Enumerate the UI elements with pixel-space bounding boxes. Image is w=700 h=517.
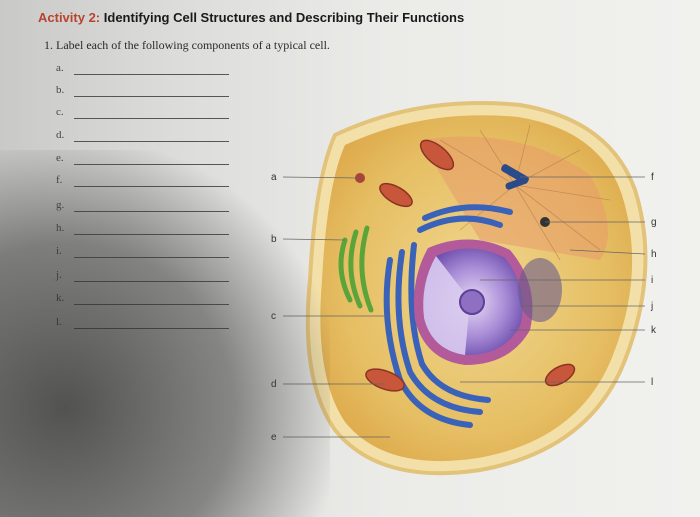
diagram-label-b: b [271, 234, 277, 245]
diagram-label-d: d [271, 379, 277, 390]
answer-blank-line[interactable] [74, 96, 229, 97]
diagram-label-g: g [651, 217, 657, 228]
centriole-icon [501, 164, 529, 190]
answer-blank-line[interactable] [74, 118, 229, 119]
answer-row-b[interactable]: b. [56, 84, 236, 102]
answer-blank-line[interactable] [74, 141, 229, 142]
answer-letter: d. [56, 129, 65, 141]
answer-blank-line[interactable] [74, 74, 229, 75]
mitochondria [365, 139, 576, 392]
activity-title: Activity 2: Identifying Cell Structures … [38, 10, 464, 25]
answer-letter: b. [56, 84, 65, 96]
answer-row-c[interactable]: c. [56, 106, 236, 124]
golgi-apparatus [338, 225, 374, 313]
activity-label: Activity 2: [38, 10, 101, 25]
activity-heading: Identifying Cell Structures and Describi… [103, 10, 465, 25]
nucleolus [459, 289, 485, 315]
diagram-label-c: c [271, 311, 276, 322]
diagram-label-i: i [651, 275, 653, 286]
diagram-label-k: k [651, 325, 657, 336]
answer-row-d[interactable]: d. [56, 129, 236, 147]
question-text: 1. Label each of the following component… [44, 38, 330, 52]
diagram-label-h: h [651, 249, 657, 260]
diagram-label-e: e [271, 432, 277, 443]
diagram-label-l: l [651, 377, 653, 388]
diagram-label-a: a [271, 172, 277, 183]
centrosome-region [420, 136, 608, 260]
diagram-label-j: j [650, 301, 653, 312]
diagram-label-f: f [651, 172, 654, 183]
answer-letter: a. [56, 62, 64, 74]
nucleus-cutaway [423, 256, 470, 355]
answer-row-a[interactable]: a. [56, 62, 236, 80]
answer-letter: c. [56, 106, 64, 118]
cytoskeleton [439, 124, 611, 261]
